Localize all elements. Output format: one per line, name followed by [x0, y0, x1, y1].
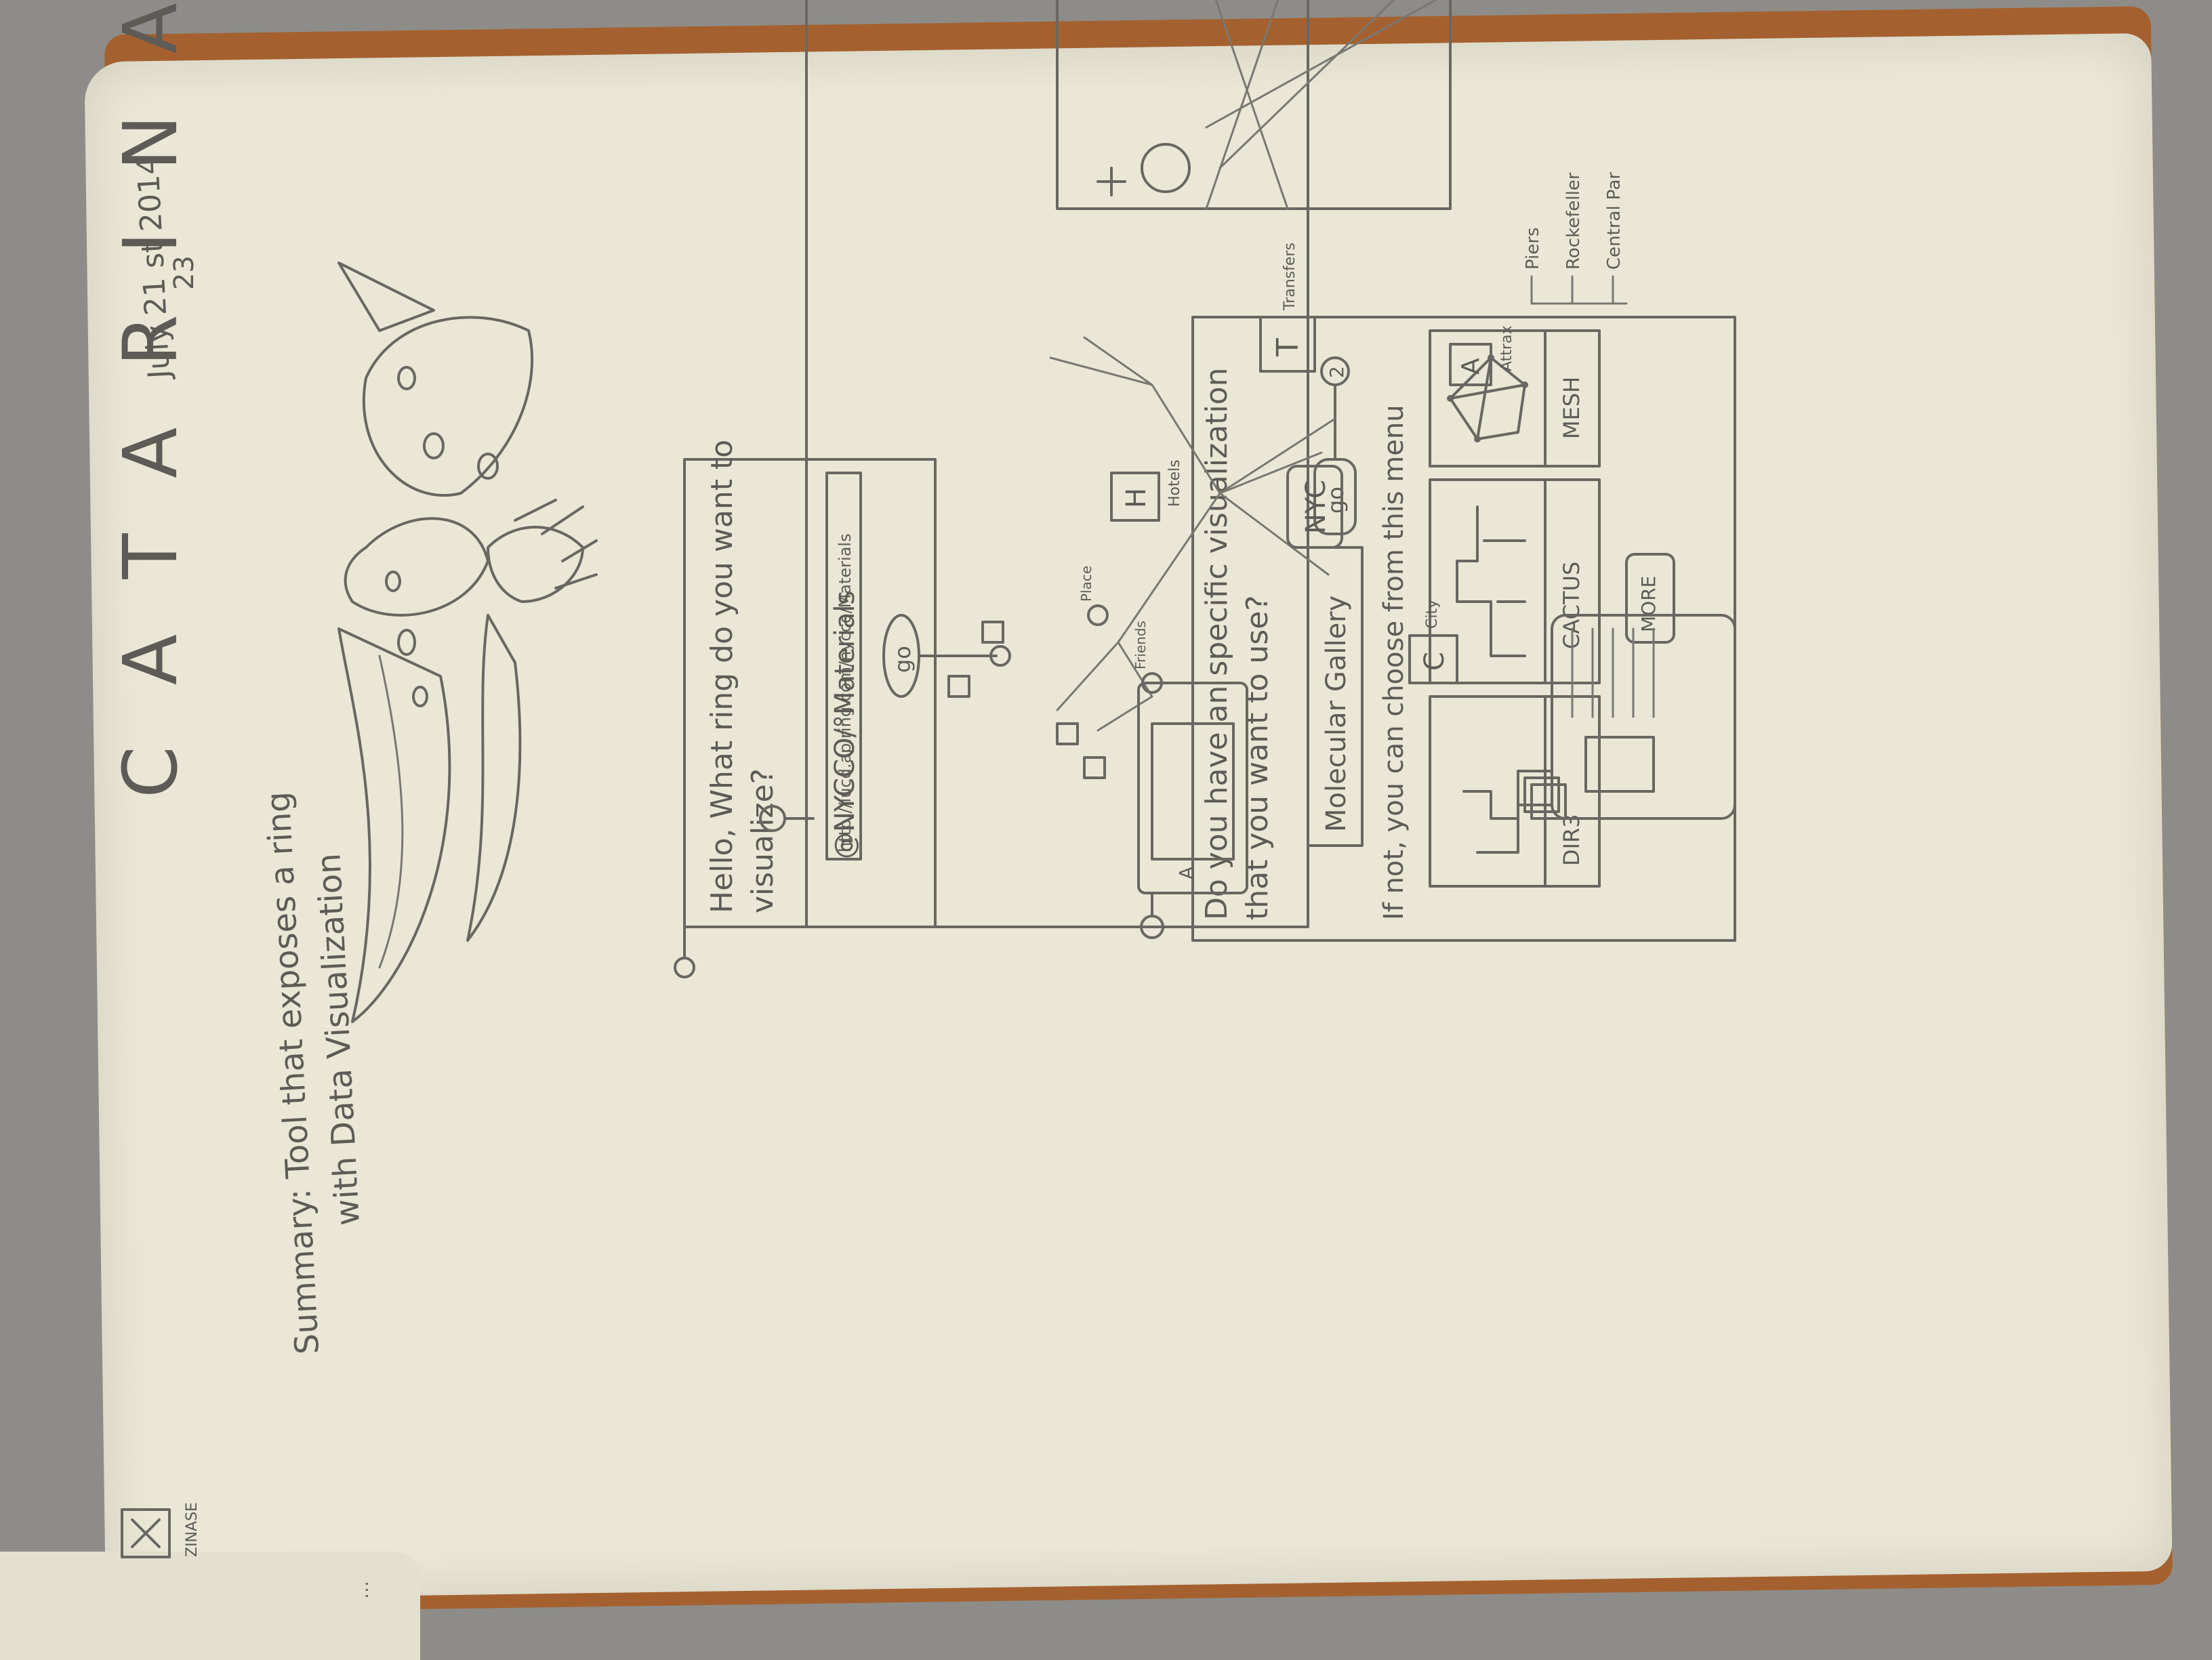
- url-input-value: http://lucd.apiring.com/nycco/Materials: [836, 533, 855, 852]
- go-button-2-label: go: [1323, 486, 1349, 514]
- step-marker-1: [674, 926, 706, 978]
- ring-label: @NYCCO/°Materials: [830, 591, 861, 859]
- step-marker-1b: [1140, 892, 1194, 939]
- attractions-node-label: Attrax: [1498, 326, 1515, 371]
- hotels-node-label: Hotels: [1166, 459, 1183, 507]
- attractions-node[interactable]: A Attrax: [1449, 326, 1515, 386]
- transfers-node-letter: T: [1271, 338, 1305, 357]
- friends-node-label: Friends: [1132, 621, 1149, 669]
- tile-dir3[interactable]: DIR3: [1429, 695, 1601, 888]
- go-button-label: go: [890, 646, 916, 673]
- nyc-node[interactable]: NYC: [1286, 465, 1343, 549]
- visualization-input[interactable]: Molecular Gallery: [1307, 546, 1364, 847]
- screen2-question-line-1: Do you have an specific visualization: [1200, 368, 1234, 920]
- ladybug-sketch: [337, 262, 598, 1023]
- attractions-node-letter: A: [1457, 358, 1485, 375]
- attraction-item-2: Rockefeller: [1563, 172, 1584, 270]
- a-node-1[interactable]: [981, 621, 1004, 644]
- hotels-node-letter: H: [1121, 488, 1152, 508]
- place-node[interactable]: [1087, 604, 1109, 626]
- tile-mesh-label: MESH: [1559, 377, 1584, 439]
- tile-mesh[interactable]: MESH: [1429, 329, 1601, 468]
- transfers-node-label: Transfers: [1282, 243, 1298, 311]
- transfers-node[interactable]: T Transfers: [1259, 243, 1316, 373]
- attraction-item-1: Piers: [1523, 227, 1543, 270]
- more-button-label: MORE: [1637, 576, 1660, 632]
- city-node[interactable]: C City: [1408, 600, 1458, 684]
- page-number: 23: [169, 255, 200, 290]
- next-step-marker: [989, 645, 1011, 667]
- a-node-2[interactable]: [947, 675, 970, 698]
- detail-panel-a: A: [1137, 682, 1248, 894]
- tile-dir3-label: DIR3: [1559, 814, 1584, 866]
- detail-panel-city: [1551, 614, 1736, 820]
- screen2-question-line-2: that you want to use?: [1240, 595, 1275, 920]
- step-marker-2-label: 2: [1326, 366, 1348, 378]
- place-node-label: Place: [1078, 566, 1094, 602]
- summary-line-2: with Data Visualization: [310, 852, 367, 1226]
- stack-icon: [1517, 770, 1567, 820]
- facing-page-edge: ...: [0, 1552, 420, 1660]
- a-node-3[interactable]: [1056, 722, 1079, 745]
- go-button[interactable]: go: [882, 614, 920, 698]
- map-preview: [1056, 0, 1452, 210]
- nyc-node-label: NYC: [1300, 480, 1332, 534]
- screen3-frame: [805, 0, 1309, 928]
- logo-caption: ZINASE: [184, 1502, 201, 1557]
- screen1-question-line-1: Hello, What ring do you want to: [705, 440, 739, 913]
- a-node-4[interactable]: [1083, 756, 1106, 779]
- step-marker-2b: [759, 805, 815, 832]
- city-node-label: City: [1424, 600, 1441, 629]
- visualization-input-value: Molecular Gallery: [1321, 596, 1352, 832]
- menu-prompt: If not, you can choose from this menu: [1378, 404, 1410, 920]
- step-marker-2: [1320, 356, 1350, 386]
- attraction-item-3: Central Par: [1604, 172, 1624, 270]
- tile-cactus[interactable]: CACTUS: [1429, 478, 1601, 684]
- hotels-node[interactable]: H Hotels: [1110, 459, 1183, 522]
- logo-icon: [121, 1508, 171, 1558]
- app-title: CATARINA: [107, 0, 194, 798]
- attractions-list: Piers Rockefeller Central Par: [1523, 172, 1628, 305]
- more-button[interactable]: MORE: [1625, 553, 1675, 644]
- ring-edges: [1049, 336, 1336, 732]
- detail-panel-letter: A: [1175, 867, 1197, 879]
- city-node-letter: C: [1419, 652, 1450, 671]
- url-input[interactable]: http://lucd.apiring.com/nycco/Materials: [825, 472, 862, 860]
- screen1-question-line-2: visualize?: [745, 768, 780, 913]
